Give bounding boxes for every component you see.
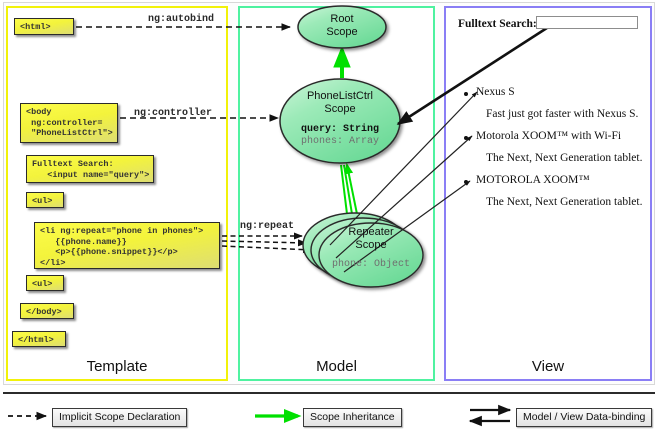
view-bullet-0 bbox=[464, 92, 468, 96]
view-search-label: Fulltext Search: bbox=[458, 18, 537, 30]
legend-label-scope-inheritance: Scope Inheritance bbox=[303, 408, 402, 427]
code-box-html-open: <html> bbox=[14, 18, 74, 35]
view-item-name-0: Nexus S bbox=[476, 86, 515, 98]
code-box-fulltext-search: Fulltext Search: <input name="query"> bbox=[26, 155, 154, 183]
view-item-snippet-0: Fast just got faster with Nexus S. bbox=[486, 108, 639, 120]
connector-label-ng-autobind: ng:autobind bbox=[148, 14, 215, 25]
legend-divider bbox=[3, 392, 655, 394]
code-box-li-repeat: <li ng:repeat="phone in phones"> {{phone… bbox=[34, 222, 220, 269]
panel-model: Model bbox=[238, 6, 435, 381]
view-item-name-2: MOTOROLA XOOM™ bbox=[476, 174, 590, 186]
view-item-name-1: Motorola XOOM™ with Wi-Fi bbox=[476, 130, 622, 142]
code-box-html-close: </html> bbox=[12, 331, 66, 347]
code-box-ul-open: <ul> bbox=[26, 192, 64, 208]
panel-label-model: Model bbox=[316, 358, 357, 375]
legend-glyph-model-view-data-binding bbox=[468, 404, 512, 427]
view-bullet-1 bbox=[464, 136, 468, 140]
panel-label-template: Template bbox=[86, 358, 148, 375]
view-panel-content: Fulltext Search: Nexus S Fast just got f… bbox=[452, 8, 648, 368]
connector-label-ng-controller: ng:controller bbox=[134, 108, 213, 119]
view-bullet-2 bbox=[464, 180, 468, 184]
view-item-snippet-1: The Next, Next Generation tablet. bbox=[486, 152, 643, 164]
legend-label-implicit-scope-declaration: Implicit Scope Declaration bbox=[52, 408, 188, 427]
code-box-ul-close: <ul> bbox=[26, 275, 64, 291]
panel-label-view: View bbox=[531, 358, 565, 375]
code-box-body-open: <body ng:controller= "PhoneListCtrl"> bbox=[20, 103, 118, 143]
connector-label-ng-repeat: ng:repeat bbox=[240, 221, 295, 232]
view-item-snippet-2: The Next, Next Generation tablet. bbox=[486, 196, 643, 208]
legend-label-model-view-data-binding: Model / View Data-binding bbox=[516, 408, 653, 427]
view-search-input[interactable] bbox=[536, 16, 638, 29]
code-box-body-close: </body> bbox=[20, 303, 74, 319]
